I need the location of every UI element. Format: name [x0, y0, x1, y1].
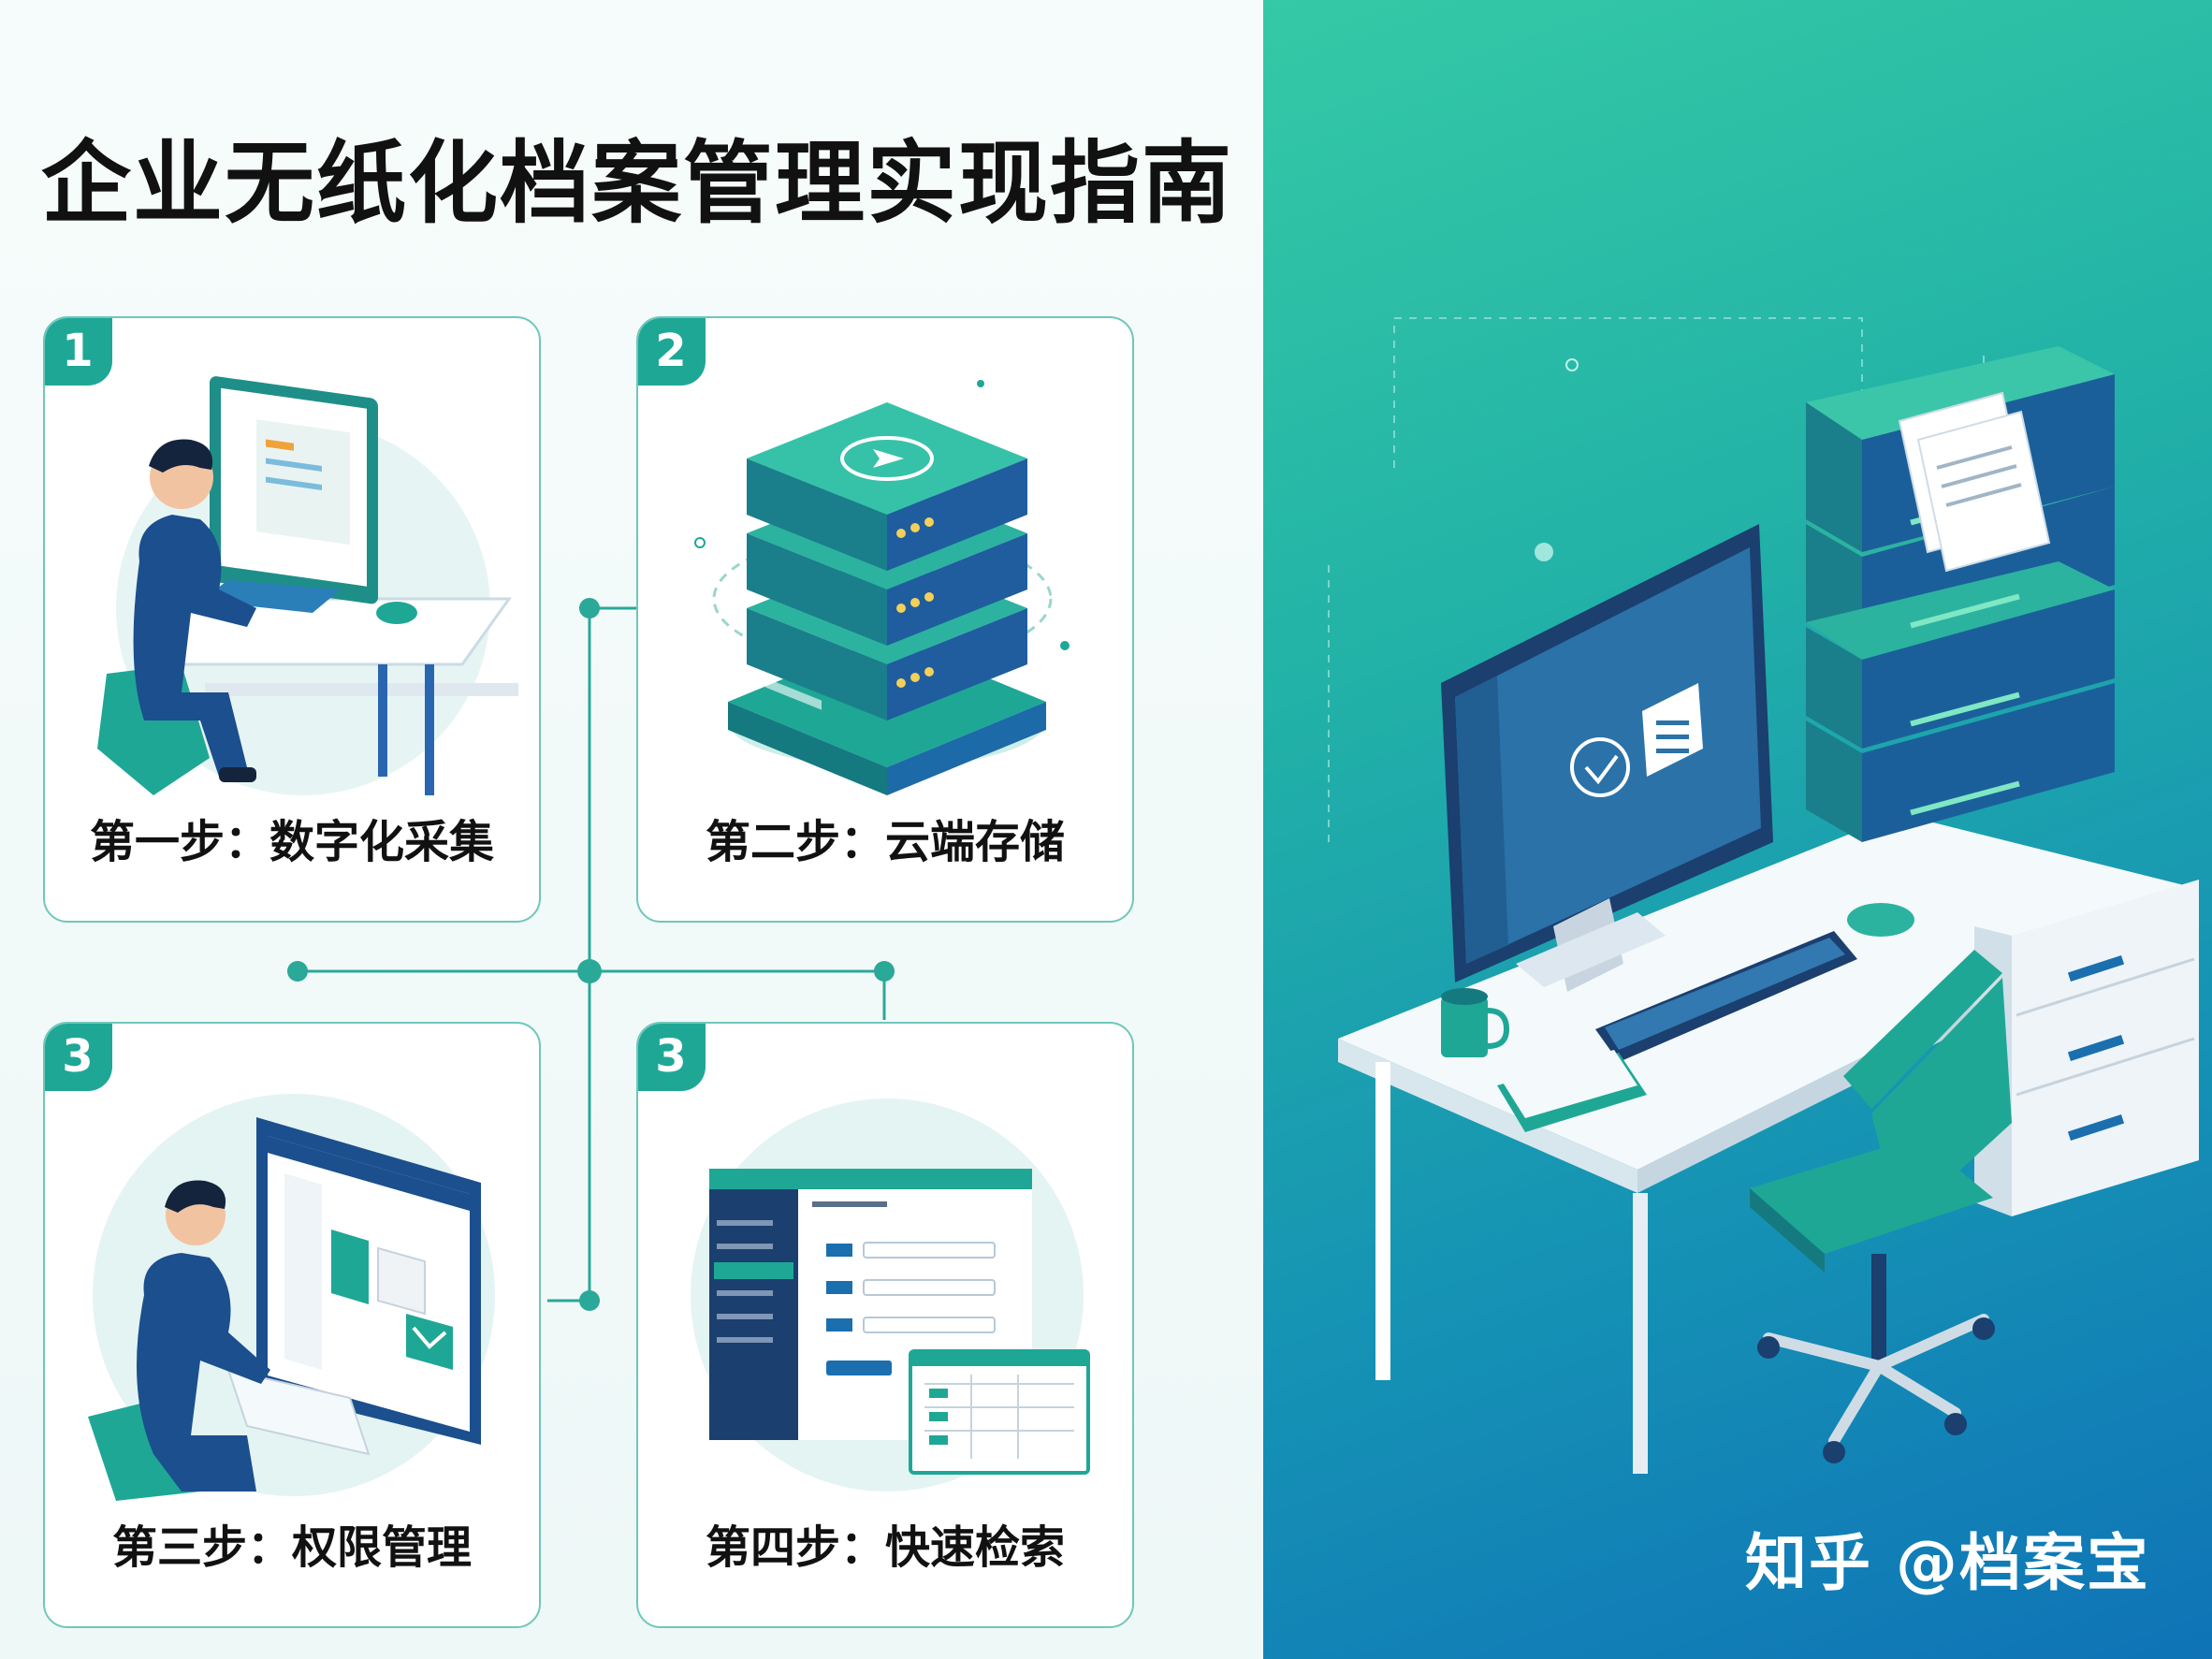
person-at-computer-icon [97, 376, 518, 795]
step-label: 第四步：快速检索 [705, 1521, 1065, 1574]
step-card-2[interactable]: 2 [636, 316, 1134, 923]
right-illustration-panel: 知乎 @档案宝 [1263, 0, 2212, 1659]
step-label: 第一步：数字化采集 [89, 816, 494, 868]
step-label: 第二步：云端存储 [705, 816, 1065, 868]
page-title: 企业无纸化档案管理实现指南 [41, 131, 1233, 236]
watermark-text: 知乎 @档案宝 [1745, 1527, 2150, 1599]
step-number-badge: 1 [45, 318, 112, 386]
left-panel: 企业无纸化档案管理实现指南 1 [0, 0, 1263, 1659]
step-number-badge: 3 [45, 1024, 112, 1091]
step-card-3[interactable]: 3 第三步：权限管理 [43, 1022, 541, 1628]
search-dashboard-icon [691, 1099, 1090, 1492]
step-label: 第三步：权限管理 [111, 1521, 472, 1574]
office-desk-illustration [1328, 317, 2199, 1474]
step-number-badge: 3 [638, 1024, 706, 1091]
person-at-monitor-icon [88, 1094, 495, 1501]
step-card-1[interactable]: 1 第一步：数字化采集 [43, 316, 541, 923]
step-number-badge: 2 [638, 318, 706, 386]
step-card-4[interactable]: 3 [636, 1022, 1134, 1628]
server-stack-icon [694, 380, 1070, 795]
